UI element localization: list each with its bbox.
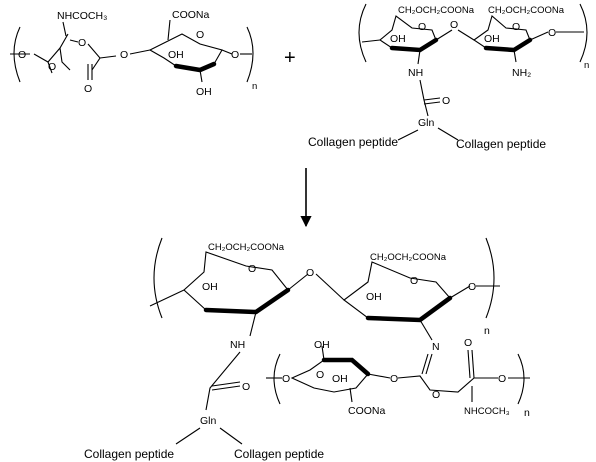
product-crosslinked-hydrogel: n CH₂OCH₂COONa O OH O NH CH₂OCH₂COONa O … bbox=[84, 237, 530, 461]
ch2och2coona-label: CH₂OCH₂COONa bbox=[488, 5, 565, 16]
hydroxyl-label: OH bbox=[390, 33, 406, 45]
carbonyl-oxygen: O bbox=[442, 95, 450, 107]
oxygen-atom: O bbox=[282, 373, 290, 385]
hydroxyl-label: OH bbox=[196, 86, 212, 98]
ring-oxygen: O bbox=[410, 275, 418, 287]
coona-label: COONa bbox=[348, 405, 386, 417]
repeat-n: n bbox=[524, 407, 530, 419]
bracket-left bbox=[13, 26, 21, 83]
oxygen-atom: O bbox=[432, 389, 440, 401]
bracket-left bbox=[273, 353, 281, 405]
repeat-n: n bbox=[484, 325, 490, 337]
bracket-right bbox=[485, 237, 495, 319]
gln-label: Gln bbox=[418, 117, 435, 129]
nh-label: NH bbox=[408, 67, 423, 79]
ring-oxygen: O bbox=[248, 263, 256, 275]
nh-label: NH bbox=[230, 339, 245, 351]
hydroxyl-label: OH bbox=[168, 49, 184, 61]
nh2-label: NH₂ bbox=[512, 67, 531, 79]
glycosidic-oxygen: O bbox=[306, 267, 314, 279]
oxygen-atom: O bbox=[498, 373, 506, 385]
bracket-left bbox=[358, 3, 367, 63]
gln-label: Gln bbox=[200, 415, 217, 427]
collagen-peptide-label: Collagen peptide bbox=[234, 447, 324, 461]
collagen-peptide-label: Collagen peptide bbox=[456, 137, 546, 151]
repeat-n: n bbox=[584, 60, 589, 71]
nhcoch3-label: NHCOCH₃ bbox=[57, 10, 107, 22]
oxygen-atom: O bbox=[231, 49, 239, 61]
reactant-oxidized-hyaluronate: n O NHCOCH₃ O O O O O COONa OH OH O bbox=[10, 9, 257, 98]
carbonyl-oxygen: O bbox=[84, 83, 92, 95]
imine-n-label: N bbox=[432, 341, 440, 353]
ring-oxygen: O bbox=[196, 29, 204, 41]
bracket-right bbox=[579, 3, 588, 63]
ch2och2coona-label: CH₂OCH₂COONa bbox=[370, 252, 447, 263]
bracket-left bbox=[153, 237, 163, 319]
hydroxyl-label: OH bbox=[484, 33, 500, 45]
ch2och2coona-label: CH₂OCH₂COONa bbox=[398, 5, 475, 16]
nhcoch3-label: NHCOCH₃ bbox=[464, 406, 510, 417]
repeat-n: n bbox=[252, 81, 257, 92]
coona-label: COONa bbox=[172, 9, 210, 21]
carbonyl-oxygen: O bbox=[242, 381, 250, 393]
collagen-peptide-label: Collagen peptide bbox=[84, 447, 174, 461]
oxygen-atom: O bbox=[18, 49, 26, 61]
hydroxyl-label: OH bbox=[314, 339, 330, 351]
bracket-right bbox=[246, 26, 254, 83]
bracket-right bbox=[517, 353, 525, 405]
carbonyl-oxygen: O bbox=[464, 337, 472, 349]
plus-sign: + bbox=[284, 47, 296, 69]
collagen-peptide-label: Collagen peptide bbox=[308, 135, 398, 149]
hydroxyl-label: OH bbox=[332, 373, 348, 385]
hydroxyl-label: OH bbox=[366, 291, 382, 303]
oxygen-atom: O bbox=[548, 27, 556, 39]
ring-oxygen: O bbox=[418, 21, 426, 33]
hydroxyl-label: OH bbox=[202, 281, 218, 293]
oxygen-atom: O bbox=[468, 281, 476, 293]
glycosidic-oxygen: O bbox=[390, 373, 398, 385]
ring-oxygen: O bbox=[316, 369, 324, 381]
ring-oxygen: O bbox=[512, 21, 520, 33]
oxygen-atom: O bbox=[78, 37, 86, 49]
ch2och2coona-label: CH₂OCH₂COONa bbox=[208, 242, 285, 253]
oxygen-atom: O bbox=[48, 61, 56, 73]
glycosidic-oxygen: O bbox=[450, 19, 458, 31]
glycosidic-oxygen: O bbox=[120, 49, 128, 61]
reactant-cm-chitosan-collagen: n CH₂OCH₂COONa O OH O NH CH₂OCH₂COONa O … bbox=[308, 3, 589, 151]
